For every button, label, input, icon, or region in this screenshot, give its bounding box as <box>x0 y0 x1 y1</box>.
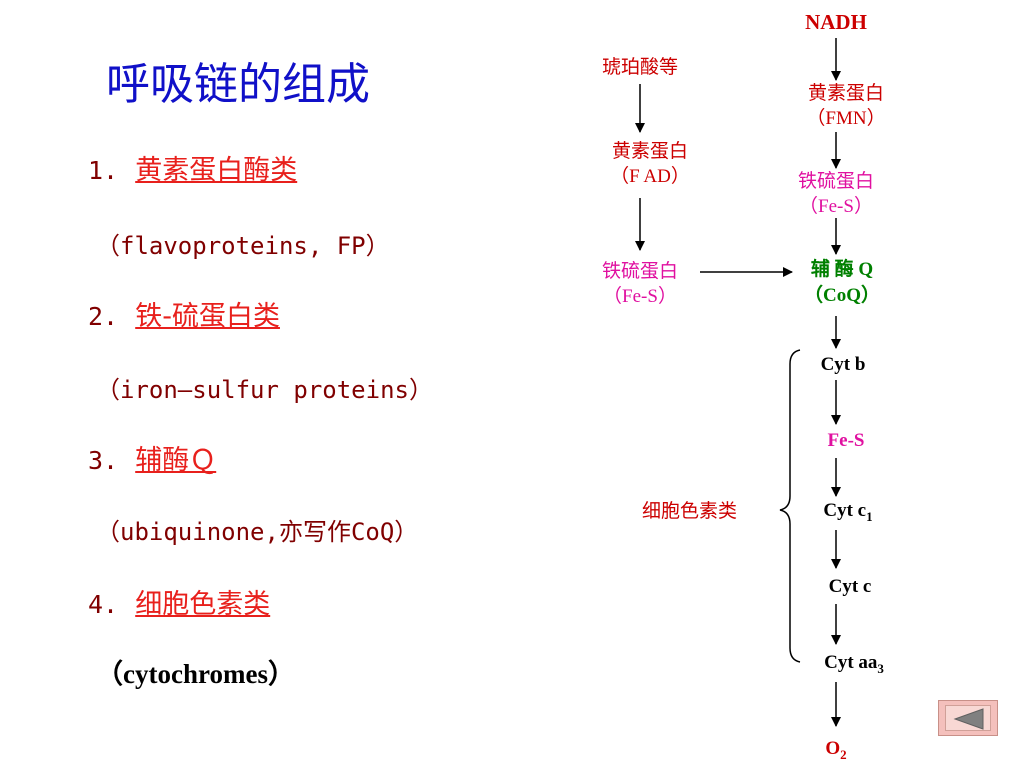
page-title: 呼吸链的组成 <box>106 59 370 110</box>
fes-right-label: 铁硫蛋白 （Fe-S） <box>776 168 896 220</box>
fes-chain-label: Fe-S <box>827 430 865 451</box>
back-button[interactable] <box>938 700 998 736</box>
fad-line2: （F AD） <box>610 166 690 187</box>
cyt-c-label: Cyt c <box>828 576 872 597</box>
nadh-label: NADH <box>805 10 867 34</box>
fad-line1: 黄素蛋白 <box>611 140 688 162</box>
fmn-line2: （FMN） <box>806 108 886 129</box>
cytochromes-bracket-label: 细胞色素类 <box>642 500 738 522</box>
item-link-coq[interactable]: 辅酶Ｑ <box>135 445 217 476</box>
fes-left-line2: （Fe-S） <box>603 286 677 307</box>
fad-label: 黄素蛋白 （F AD） <box>590 138 710 190</box>
item-number: 2. <box>88 302 119 331</box>
fes-left-label: 铁硫蛋白 （Fe-S） <box>580 258 700 310</box>
item-link-flavoproteins[interactable]: 黄素蛋白酶类 <box>135 155 298 186</box>
item-subtitle: （iron—sulfur proteins） <box>96 376 433 404</box>
succinate-label: 琥珀酸等 <box>601 56 678 78</box>
fmn-label: 黄素蛋白 （FMN） <box>786 80 906 132</box>
coq-line2: （CoQ） <box>803 285 880 306</box>
list-item-4: 4. 细胞色素类 <box>88 582 270 621</box>
fmn-line1: 黄素蛋白 <box>807 82 884 104</box>
o2-subscript: 2 <box>840 746 847 762</box>
cyt-aa3-label: Cyt aa3 <box>824 652 884 676</box>
cyt-aa3-subscript: 3 <box>877 660 884 676</box>
cytochrome-bracket <box>779 349 801 663</box>
item-subtitle: （flavoproteins, FP） <box>96 232 390 260</box>
fes-right-line1: 铁硫蛋白 <box>797 170 874 192</box>
item-subtitle: （ubiquinone,亦写作CoQ） <box>96 518 419 546</box>
fes-right-line2: （Fe-S） <box>799 196 873 217</box>
cyt-b-label: Cyt b <box>820 354 866 375</box>
item-number: 3. <box>88 446 119 475</box>
o2-label: O2 <box>825 738 847 762</box>
coq-line1: 辅 酶 Q <box>810 259 874 280</box>
list-item-3: 3. 辅酶Ｑ <box>88 438 216 477</box>
item-link-cytochromes[interactable]: 细胞色素类 <box>135 589 271 620</box>
fes-left-line1: 铁硫蛋白 <box>601 260 678 282</box>
list-item-2: 2. 铁-硫蛋白类 <box>88 294 280 333</box>
coq-label: 辅 酶 Q （CoQ） <box>790 257 894 309</box>
item-number: 4. <box>88 590 119 619</box>
back-triangle-icon <box>953 708 984 730</box>
item-number: 1. <box>88 156 119 185</box>
list-item-1: 1. 黄素蛋白酶类 <box>88 148 297 187</box>
cyt-c1-subscript: 1 <box>866 508 873 524</box>
item-subtitle: （cytochromes） <box>96 659 295 689</box>
item-link-iron-sulfur[interactable]: 铁-硫蛋白类 <box>135 301 280 332</box>
cyt-c1-label: Cyt c1 <box>823 500 873 524</box>
